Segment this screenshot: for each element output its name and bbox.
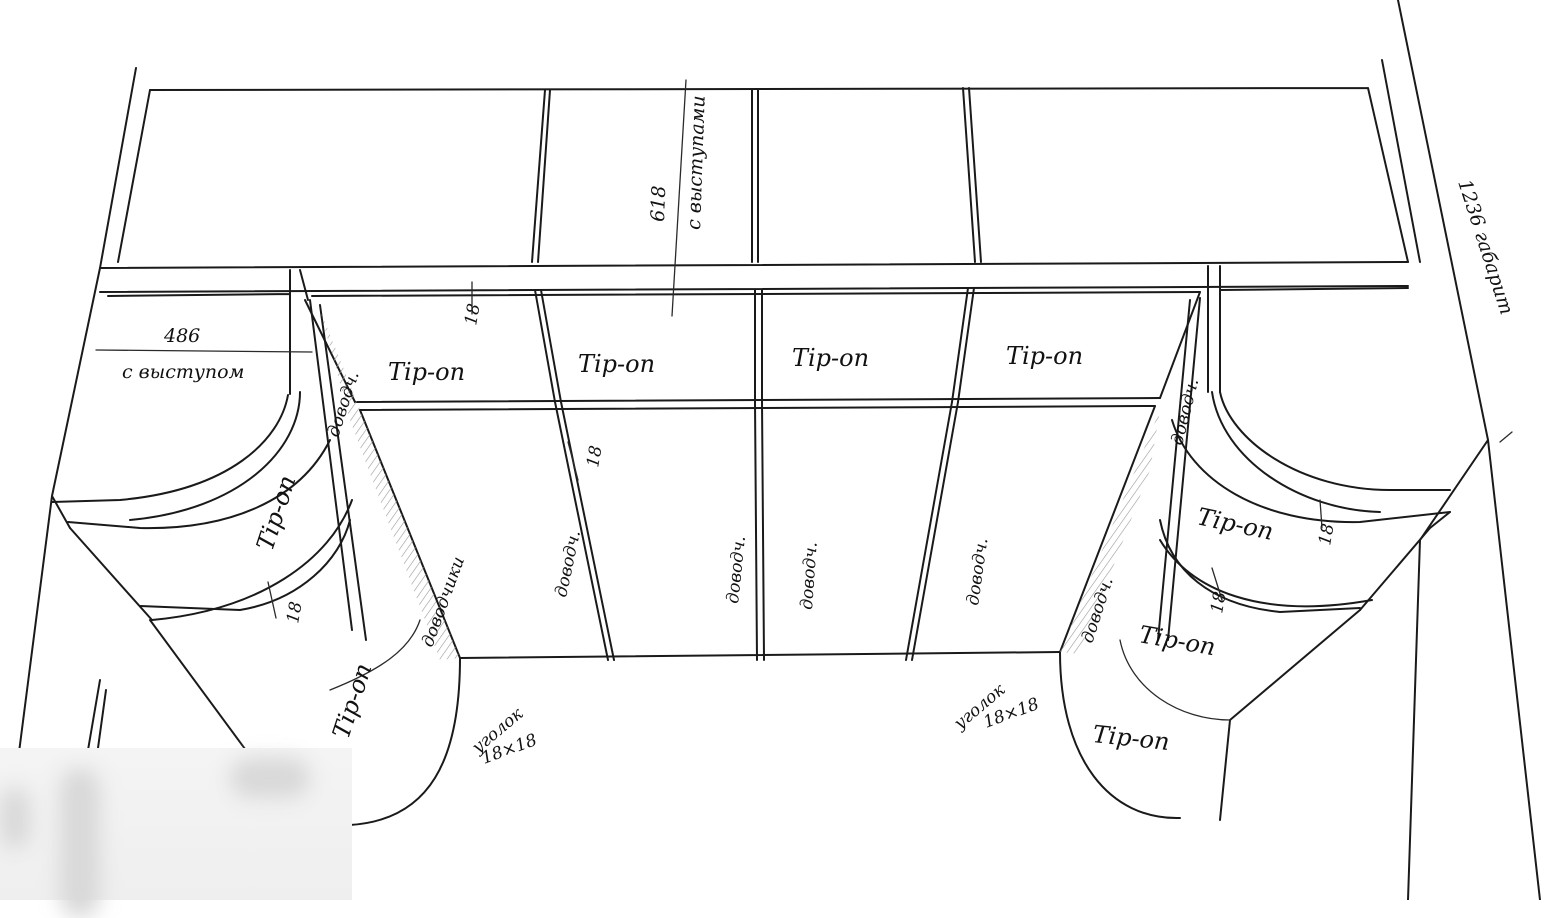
blur-stroke-2: [230, 758, 310, 798]
label-tip-on-3: Tip-on: [792, 344, 869, 372]
left-curved-cabinet: [51, 269, 461, 826]
label-depth-total: 1236 габарит: [1453, 177, 1517, 318]
label-left-width-value: 486: [163, 325, 200, 347]
label-closer-3: доводч.: [723, 535, 750, 605]
label-thickness-2: 18: [583, 444, 606, 469]
label-top-depth-value: 618: [647, 185, 670, 222]
blur-stroke-1: [60, 768, 100, 918]
lower-doors: [359, 401, 1156, 661]
top-shelf-dividers: [531, 87, 982, 263]
label-tip-on-5: Tip-on: [251, 472, 301, 554]
label-tip-on-4: Tip-on: [1006, 342, 1083, 370]
label-tip-on-7: Tip-on: [1195, 502, 1276, 545]
label-top-depth-note: с выступами: [683, 95, 710, 230]
label-thickness-1: 18: [461, 302, 484, 327]
label-left-width-note: с выступом: [122, 361, 244, 383]
label-tip-on-9: Tip-on: [1091, 720, 1171, 756]
label-closer-5: доводч.: [963, 537, 992, 607]
label-thickness-3: 18: [283, 600, 306, 625]
label-tip-on-2: Tip-on: [578, 350, 655, 378]
label-tip-on-1: Tip-on: [388, 358, 465, 386]
label-tip-on-8: Tip-on: [1137, 620, 1218, 661]
label-closer-4: доводч.: [797, 541, 822, 610]
label-closer-2: доводч.: [551, 528, 585, 599]
blur-stroke-3: [0, 788, 30, 848]
blurred-corner-patch: [0, 748, 352, 918]
right-curved-cabinet: [1059, 265, 1451, 821]
label-thickness-5: 18: [1207, 590, 1230, 615]
label-tip-on-6: Tip-on: [327, 660, 377, 742]
dimension-lines: [95, 79, 1513, 619]
label-thickness-4: 18: [1315, 522, 1338, 547]
label-closer-6: доводч.: [1167, 376, 1203, 447]
front-band: [304, 287, 1201, 411]
